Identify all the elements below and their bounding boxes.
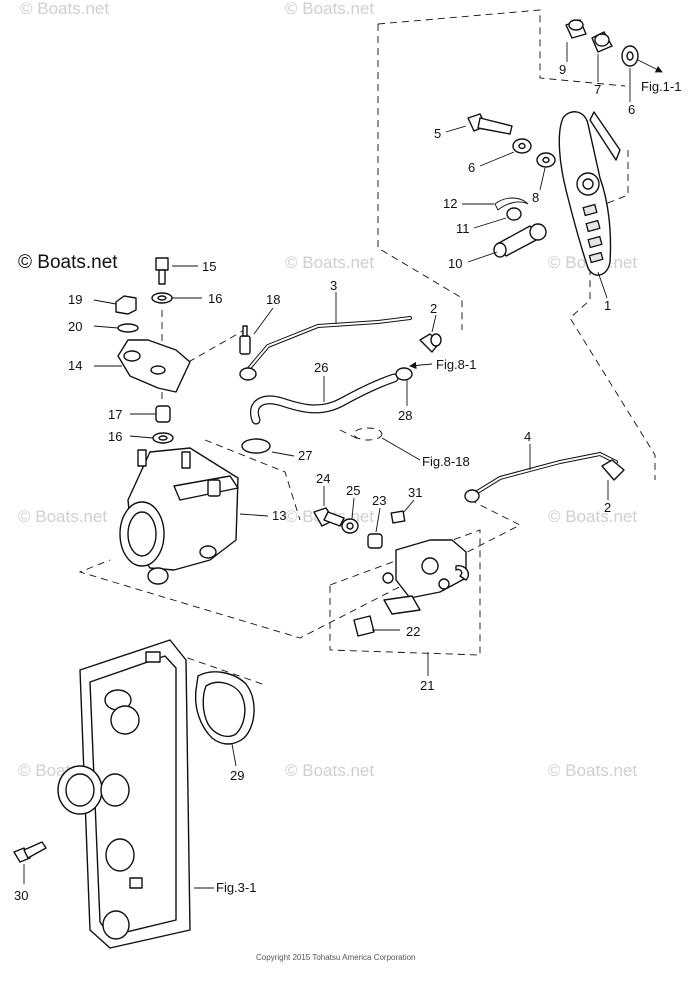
- callout-18: 18: [266, 292, 280, 307]
- callout-6: 6: [468, 160, 475, 175]
- callout-28: 28: [398, 408, 412, 423]
- fig-ref-8-18[interactable]: Fig.8-18: [422, 454, 470, 469]
- callout-2: 2: [604, 500, 611, 515]
- watermark: © Boats.net: [285, 253, 374, 272]
- callout-14: 14: [68, 358, 82, 373]
- callout-21: 21: [420, 678, 434, 693]
- watermark: © Boats.net: [18, 507, 107, 526]
- callout-17: 17: [108, 407, 122, 422]
- hose-26: [250, 373, 399, 425]
- linkage-assembly-21: [353, 539, 470, 676]
- callout-31: 31: [408, 485, 422, 500]
- callout-7: 7: [594, 82, 601, 97]
- callout-3: 3: [330, 278, 337, 293]
- callout-4: 4: [524, 429, 531, 444]
- leader-lines-left: [93, 265, 202, 439]
- callout-9: 9: [559, 62, 566, 77]
- bracket-group: [115, 257, 191, 444]
- bolt-group-24: [313, 486, 415, 549]
- callout-2: 2: [430, 301, 437, 316]
- bolt-30: [13, 841, 47, 884]
- callout-27: 27: [298, 448, 312, 463]
- fig-ref-1-1[interactable]: Fig.1-1: [641, 79, 681, 94]
- callout-23: 23: [372, 493, 386, 508]
- watermark: © Boats.net: [285, 0, 374, 18]
- callout-20: 20: [68, 319, 82, 334]
- watermark: © Boats.net: [548, 761, 637, 780]
- fig-ref-8-1[interactable]: Fig.8-1: [436, 357, 476, 372]
- callout-15: 15: [202, 259, 216, 274]
- callout-22: 22: [406, 624, 420, 639]
- gasket-29: [194, 671, 255, 767]
- clamp-27: [241, 438, 295, 457]
- rod-4: [464, 444, 625, 503]
- callout-16: 16: [108, 429, 122, 444]
- callout-25: 25: [346, 483, 360, 498]
- fitting-18: [239, 307, 274, 355]
- rod-3: [239, 292, 412, 381]
- callout-11: 11: [456, 221, 470, 236]
- callout-12: 12: [443, 196, 457, 211]
- callout-19: 19: [68, 292, 82, 307]
- callout-10: 10: [448, 256, 462, 271]
- callout-24: 24: [316, 471, 330, 486]
- callout-labels: 9 7 6 5 6 8 12 11 10 1 15 16 19 20 14 17…: [14, 62, 635, 903]
- figure-references: Fig.1-1 Fig.8-1 Fig.8-18 Fig.3-1: [216, 79, 681, 895]
- intake-manifold: [57, 639, 214, 949]
- throttle-lever-group: [467, 19, 639, 276]
- watermark-main: © Boats.net: [18, 252, 118, 273]
- leader-lines: [431, 42, 631, 500]
- watermark: © Boats.net: [548, 507, 637, 526]
- throttle-body-13: [119, 447, 269, 585]
- callout-1: 1: [604, 298, 611, 313]
- callout-30: 30: [14, 888, 28, 903]
- callout-8: 8: [532, 190, 539, 205]
- watermark: © Boats.net: [20, 0, 109, 18]
- callout-29: 29: [230, 768, 244, 783]
- callout-26: 26: [314, 360, 328, 375]
- callout-6: 6: [628, 102, 635, 117]
- callout-16: 16: [208, 291, 222, 306]
- clip-28: [395, 367, 413, 381]
- assembly-boundaries: [78, 9, 656, 686]
- callout-5: 5: [434, 126, 441, 141]
- watermark: © Boats.net: [285, 761, 374, 780]
- copyright-notice: Copyright 2015 Tohatsu America Corporati…: [256, 953, 416, 962]
- callout-13: 13: [272, 508, 286, 523]
- fig-ref-3-1[interactable]: Fig.3-1: [216, 880, 256, 895]
